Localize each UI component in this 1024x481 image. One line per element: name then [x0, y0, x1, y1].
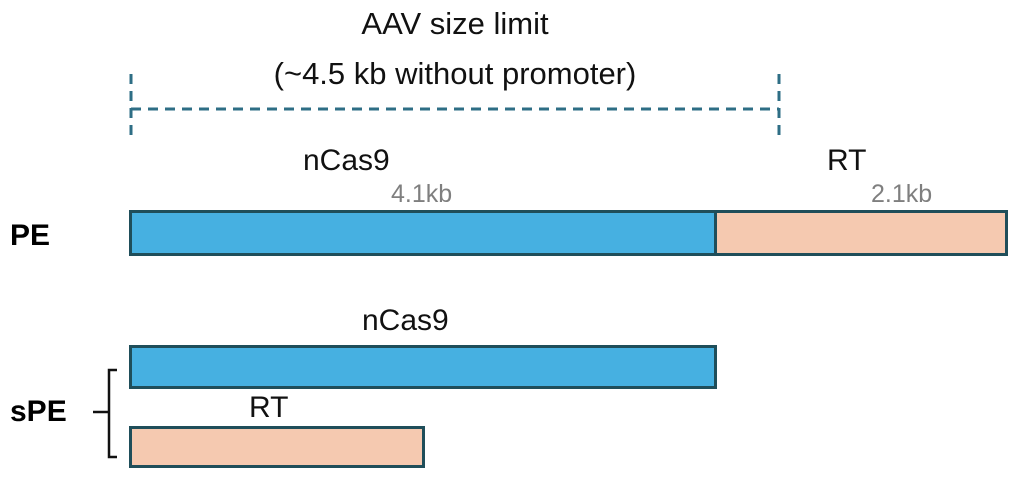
pe-rt-segment: [714, 210, 1008, 256]
spe-bracket-shape: [107, 368, 117, 459]
spe-rt-label: RT: [249, 391, 289, 424]
aav-limit-subtitle: (~4.5 kb without promoter): [273, 56, 637, 91]
spe-rt-segment: [129, 426, 425, 468]
pe-rt-label: RT: [827, 144, 867, 177]
pe-rt-size: 2.1kb: [871, 180, 933, 208]
spe-bracket: [93, 368, 117, 459]
pe-ncas9-segment: [129, 210, 717, 256]
spe-ncas9-segment: [129, 345, 717, 389]
spe-row-label: sPE: [10, 395, 67, 428]
aav-limit-line: [129, 74, 781, 136]
pe-row-label: PE: [10, 219, 51, 252]
pe-ncas9-label: nCas9: [303, 144, 390, 177]
spe-ncas9-label: nCas9: [362, 304, 449, 337]
pe-ncas9-size: 4.1kb: [391, 180, 453, 208]
aav-limit-title: AAV size limit: [361, 6, 549, 41]
